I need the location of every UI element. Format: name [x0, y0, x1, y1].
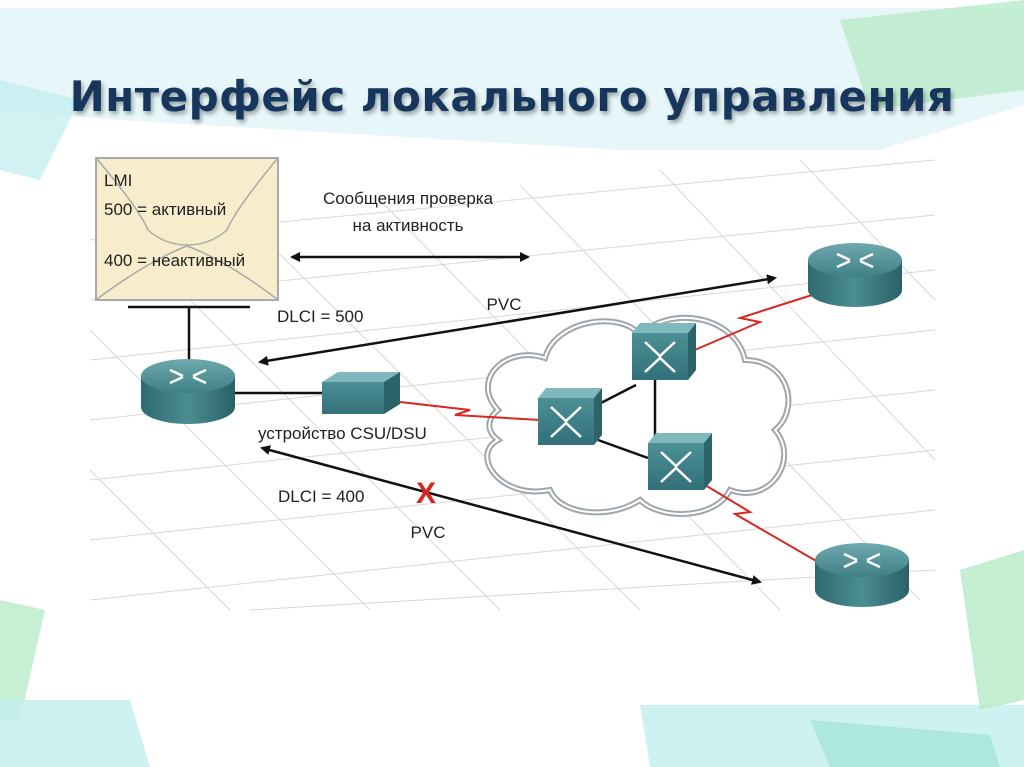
pvc-top-arrow — [258, 274, 777, 366]
cloud-icon — [484, 314, 792, 517]
switch-icon — [660, 451, 692, 483]
deco-shape-bottom-left-2 — [0, 700, 150, 767]
router-icon — [141, 359, 235, 424]
csu-dsu-icon — [322, 372, 400, 414]
pvc-top-label: PVC — [487, 295, 522, 314]
pvc-bottom-label: PVC — [411, 523, 446, 542]
remote-router-top — [808, 243, 902, 307]
lmi-envelope: LMI 500 = активный 400 = неактивный — [95, 157, 279, 301]
deco-shape-top-right — [840, 0, 1024, 110]
switch-icon — [644, 341, 676, 373]
frame-relay-switch-3 — [648, 433, 712, 490]
slide-title: Интерфейс локального управления — [69, 72, 955, 121]
deco-shape-bottom-right-2 — [960, 550, 1024, 710]
remote-router-bottom — [815, 543, 909, 607]
csu-dsu-label: устройство CSU/DSU — [258, 424, 427, 443]
serial-links — [399, 294, 819, 563]
deco-shape-bottom-right-3 — [810, 720, 1000, 767]
deco-shape-bottom-left — [0, 600, 45, 720]
dlci-500-label: DLCI = 500 — [277, 307, 363, 326]
dlci-400-label: DLCI = 400 — [278, 487, 364, 506]
frame-relay-switch-2 — [538, 388, 602, 445]
keepalive-label-line1: Сообщения проверка — [323, 189, 494, 208]
pvc-bottom-arrow — [260, 445, 762, 585]
router-icon — [843, 552, 881, 569]
router-icon — [836, 252, 874, 269]
lmi-title: LMI — [104, 171, 132, 190]
pvc-down-x-mark: X — [416, 477, 436, 510]
keepalive-label-line2: на активность — [353, 216, 464, 235]
switch-links — [596, 378, 657, 460]
lmi-inactive-value: 400 = неактивный — [104, 251, 245, 270]
deco-shape-left — [0, 80, 80, 180]
deco-shape-top — [0, 8, 1024, 150]
lmi-connector — [128, 305, 250, 362]
switch-icon — [550, 406, 582, 438]
frame-relay-switch-1 — [632, 323, 696, 380]
lmi-active-value: 500 = активный — [104, 200, 226, 219]
